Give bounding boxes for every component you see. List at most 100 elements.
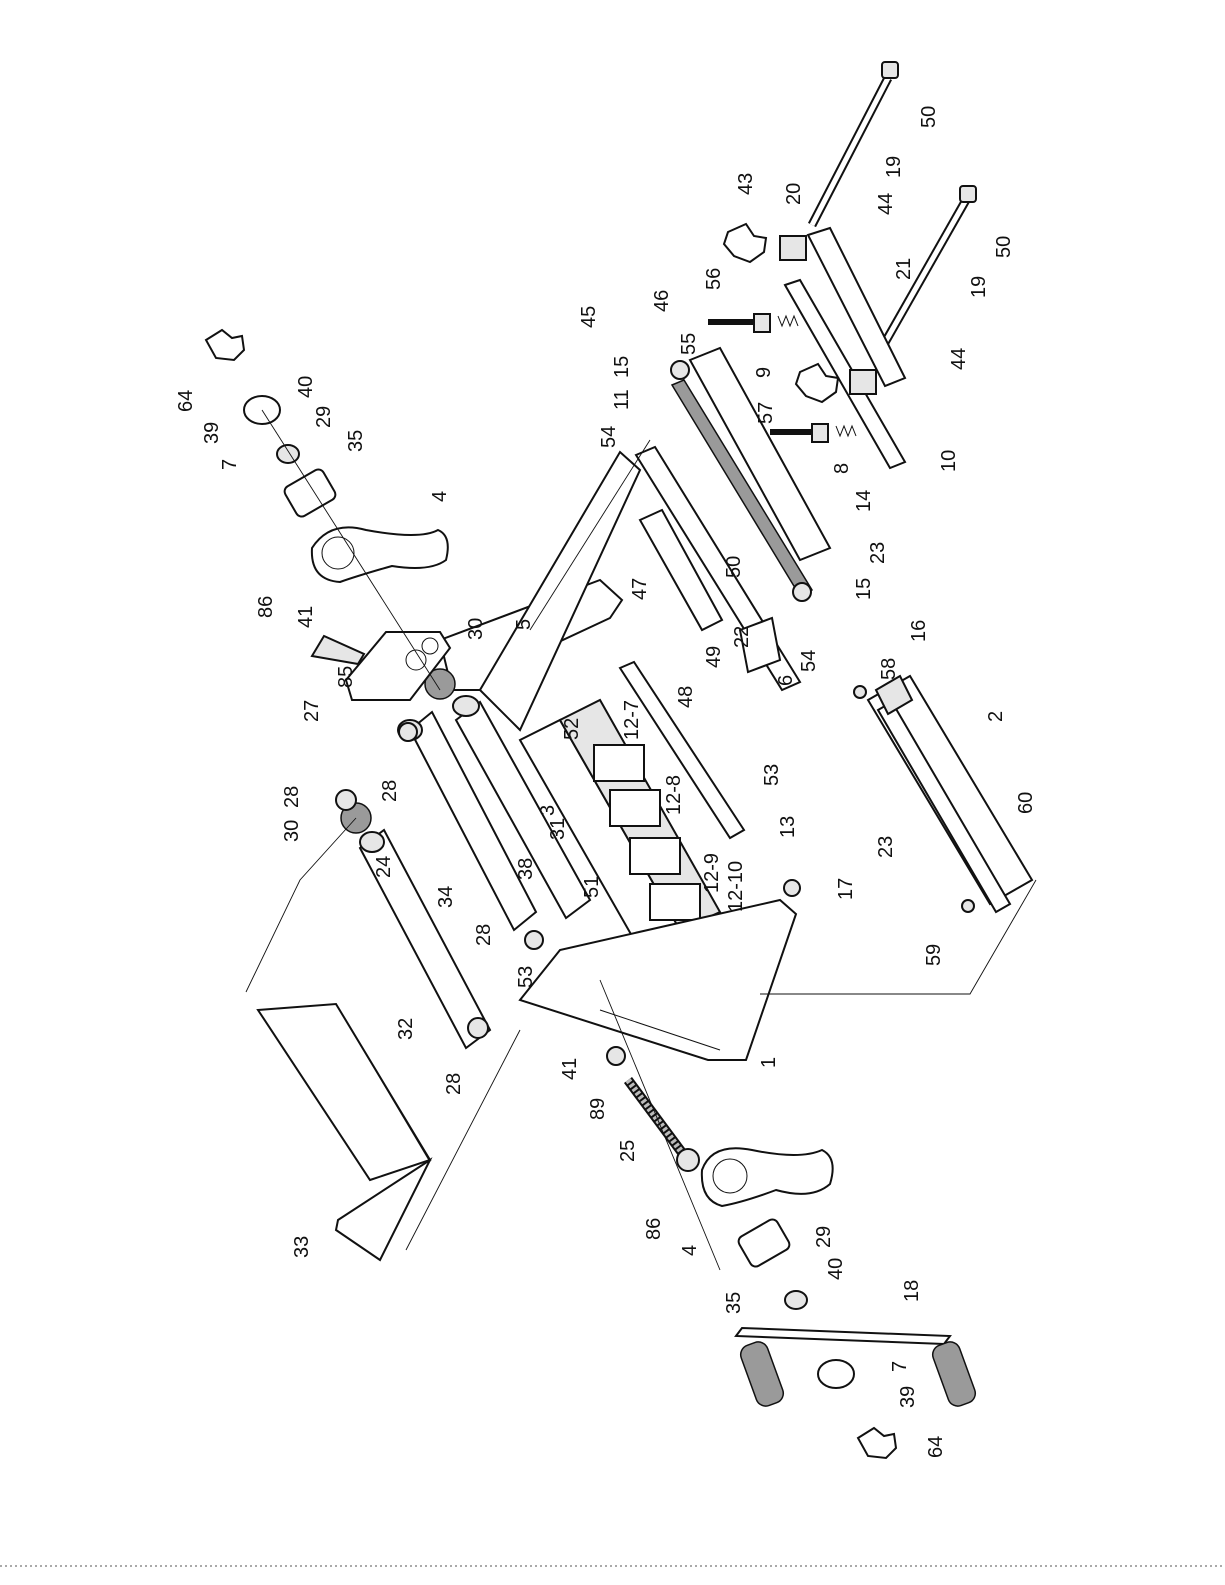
callout: 39 xyxy=(201,422,223,444)
callout: 24 xyxy=(373,856,395,878)
callout: 31 xyxy=(547,818,569,840)
bushing-28-d xyxy=(468,1018,488,1038)
callout: 12-10 xyxy=(725,861,747,912)
callout: 34 xyxy=(435,886,457,908)
callout: 11 xyxy=(611,389,633,410)
callout: 28 xyxy=(379,780,401,802)
coupling-35-lower xyxy=(736,1217,791,1268)
nut-50-lower xyxy=(960,186,976,202)
leader-chute xyxy=(246,818,356,992)
callout: 50 xyxy=(918,106,940,128)
roller-15-top xyxy=(671,361,689,379)
coupling-35-upper xyxy=(282,467,337,518)
callout: 35 xyxy=(345,430,367,452)
callout: 18 xyxy=(901,1280,923,1302)
callout: 39 xyxy=(897,1386,919,1408)
nut-89 xyxy=(607,1047,625,1065)
callout: 46 xyxy=(651,290,673,312)
callout: 41 xyxy=(559,1058,581,1080)
bolt-8 xyxy=(812,424,828,442)
callout: 21 xyxy=(893,258,915,280)
callout: 43 xyxy=(735,173,757,195)
callout: 16 xyxy=(908,620,930,642)
block-20 xyxy=(780,236,806,260)
screw-59 xyxy=(962,900,974,912)
callout: 4 xyxy=(679,1245,701,1256)
callout: 41 xyxy=(295,606,317,628)
knob-lower xyxy=(796,364,838,402)
callout: 22 xyxy=(731,626,753,648)
callout: 48 xyxy=(675,686,697,708)
callout: 3 xyxy=(537,805,559,816)
callout: 58 xyxy=(878,658,900,680)
callout: 35 xyxy=(723,1292,745,1314)
callout: 38 xyxy=(515,858,537,880)
handle-27 xyxy=(312,636,364,664)
arm-4-upper xyxy=(312,527,448,582)
callout: 4 xyxy=(429,491,451,502)
spring-8 xyxy=(836,426,856,436)
callout: 59 xyxy=(923,944,945,966)
callout: 12-9 xyxy=(701,853,723,893)
callout: 7 xyxy=(219,459,241,470)
screw-25-head xyxy=(677,1149,699,1171)
callout: 55 xyxy=(678,333,700,355)
callout: 86 xyxy=(255,596,277,618)
callout: 27 xyxy=(301,700,323,722)
callout: 56 xyxy=(703,268,725,290)
leader-chute-2 xyxy=(406,1030,520,1250)
callout: 8 xyxy=(831,463,853,474)
stud-17 xyxy=(784,880,800,896)
callout: 85 xyxy=(335,666,357,688)
callout: 64 xyxy=(925,1436,947,1458)
collar-29-upper xyxy=(277,445,299,463)
screw-58 xyxy=(854,686,866,698)
knob-64-lower xyxy=(858,1428,896,1458)
callout: 7 xyxy=(889,1361,911,1372)
block-lower xyxy=(850,370,876,394)
callout: 51 xyxy=(581,876,603,898)
bushing-28-c xyxy=(525,931,543,949)
knob-64-upper xyxy=(206,330,244,360)
callout: 10 xyxy=(938,450,960,472)
callout: 23 xyxy=(867,542,889,564)
callout: 25 xyxy=(617,1140,639,1162)
callout: 13 xyxy=(777,816,799,838)
callout: 30 xyxy=(465,618,487,640)
callout: 44 xyxy=(948,348,970,370)
callout: 12-8 xyxy=(663,775,685,815)
gib-12-7 xyxy=(594,745,644,781)
callout: 45 xyxy=(578,306,600,328)
crank-bar-18 xyxy=(736,1328,950,1344)
callout: 40 xyxy=(295,376,317,398)
callout: 29 xyxy=(813,1226,835,1248)
callout: 60 xyxy=(1015,792,1037,814)
callout: 19 xyxy=(883,156,905,178)
callout: 40 xyxy=(825,1258,847,1280)
callout: 64 xyxy=(175,390,197,412)
arm-4-lower xyxy=(702,1148,833,1206)
spring-9 xyxy=(778,316,798,326)
callout: 54 xyxy=(798,650,820,672)
roller-32-end xyxy=(360,832,384,852)
callout: 47 xyxy=(629,578,651,600)
callout: 49 xyxy=(703,646,725,668)
callout: 50 xyxy=(993,236,1015,258)
gib-12-10 xyxy=(650,884,700,920)
callout: 32 xyxy=(395,1018,417,1040)
callout: 50 xyxy=(723,556,745,578)
knob-43 xyxy=(724,224,766,262)
crank-grip-left xyxy=(738,1339,786,1409)
collar-29-lower xyxy=(785,1291,807,1309)
callout: 23 xyxy=(875,836,897,858)
callout: 1 xyxy=(758,1057,780,1068)
callout: 89 xyxy=(587,1098,609,1120)
bushing-28-b xyxy=(399,723,417,741)
callout: 5 xyxy=(513,619,535,630)
callout: 52 xyxy=(561,718,583,740)
callout: 53 xyxy=(761,764,783,786)
bolt-56 xyxy=(754,314,770,332)
angle-bar-21 xyxy=(808,228,905,386)
callout: 28 xyxy=(281,786,303,808)
